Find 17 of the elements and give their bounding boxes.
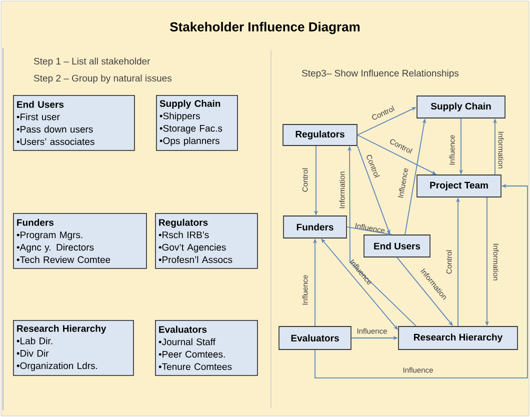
stakeholder-box: Supply Chain •Shippers •Storage Fac.s •Ops planners	[156, 95, 238, 151]
stakeholder-box: Regulators •Rsch IRB’s •Gov’t Agencies •Profesn’l Assocs	[155, 213, 258, 269]
stakeholder-box: Research Hierarchy •Lab Dir. •Div Dir •Organization Ldrs.	[13, 320, 134, 376]
stakeholder-box: Evaluators •Journal Staff •Peer Comtees. •Tenure Comtees	[155, 320, 258, 376]
step-text: Step3– Show Influence Relationships	[302, 70, 459, 78]
stakeholder-box: Funders	[283, 216, 347, 238]
stakeholder-box: End Users •First user •Pass down users •Users’ associates	[13, 95, 135, 151]
step-text: Step 2 – Group by natural issues	[34, 74, 172, 84]
stakeholder-box: Evaluators	[278, 326, 352, 350]
stakeholder-box: Supply Chain	[416, 96, 506, 118]
stakeholder-box: End Users	[364, 234, 430, 258]
title: Stakeholder Influence Diagram	[170, 22, 360, 34]
stakeholder-box: Project Team	[416, 174, 502, 198]
stakeholder-box: Funders •Program Mgrs. •Agnc y. Directors •Tech Review Comtee	[13, 213, 147, 269]
stakeholder-box: Regulators	[282, 124, 358, 146]
step-text: Step 1 – List all stakeholder	[34, 58, 150, 66]
stakeholder-box: Research Hierarchy	[398, 326, 518, 350]
